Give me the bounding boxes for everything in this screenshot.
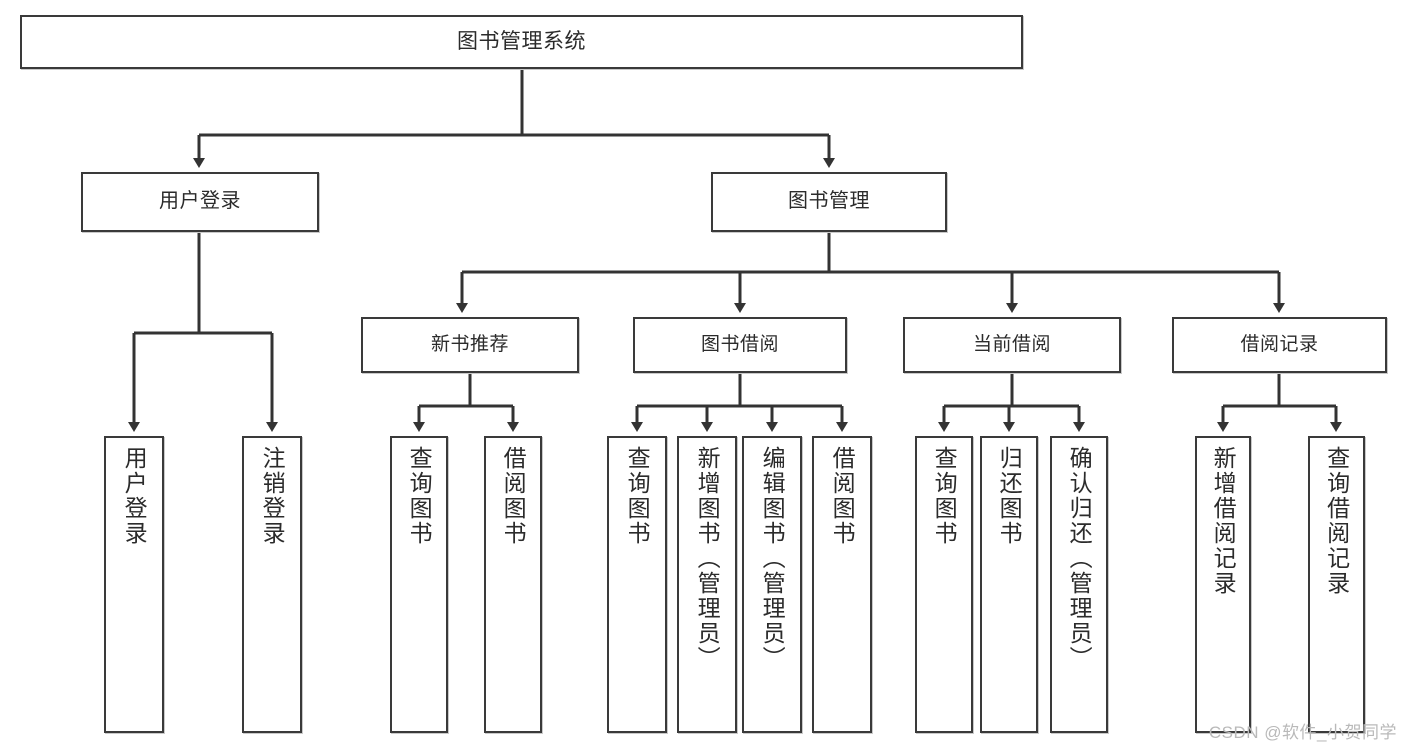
node-level2-2-label: 当前借阅	[972, 333, 1051, 355]
node-leaf-7-label: 借阅图书	[829, 446, 856, 546]
node-leaf-10-label: 确认归还（管理员）	[1066, 446, 1093, 671]
node-level1-0-label: 用户登录	[159, 190, 241, 213]
node-level1-0[interactable]: 用户登录	[81, 172, 319, 232]
node-leaf-7[interactable]: 借阅图书	[812, 436, 872, 733]
node-leaf-6[interactable]: 编辑图书（管理员）	[742, 436, 802, 733]
node-leaf-8[interactable]: 查询图书	[915, 436, 973, 733]
node-leaf-0-label: 用户登录	[121, 446, 148, 546]
node-level1-1[interactable]: 图书管理	[711, 172, 947, 232]
node-level2-1[interactable]: 图书借阅	[633, 317, 847, 373]
node-root[interactable]: 图书管理系统	[20, 15, 1023, 69]
node-level1-1-label: 图书管理	[788, 190, 870, 213]
node-level2-3-label: 借阅记录	[1240, 333, 1319, 355]
node-level2-0-label: 新书推荐	[430, 333, 509, 355]
node-leaf-3-label: 借阅图书	[500, 446, 527, 546]
node-level2-2[interactable]: 当前借阅	[903, 317, 1121, 373]
node-leaf-12-label: 查询借阅记录	[1323, 446, 1350, 596]
watermark-text: CSDN @软件_小贺同学	[1208, 723, 1397, 742]
node-level2-3[interactable]: 借阅记录	[1172, 317, 1387, 373]
node-leaf-9[interactable]: 归还图书	[980, 436, 1038, 733]
node-leaf-4[interactable]: 查询图书	[607, 436, 667, 733]
node-leaf-12[interactable]: 查询借阅记录	[1308, 436, 1365, 733]
node-leaf-1-label: 注销登录	[259, 446, 286, 546]
node-leaf-3[interactable]: 借阅图书	[484, 436, 542, 733]
node-leaf-5[interactable]: 新增图书（管理员）	[677, 436, 737, 733]
node-leaf-2-label: 查询图书	[406, 446, 433, 546]
node-leaf-5-label: 新增图书（管理员）	[694, 446, 721, 671]
node-level2-1-label: 图书借阅	[700, 333, 779, 355]
node-leaf-6-label: 编辑图书（管理员）	[759, 446, 786, 671]
node-root-label: 图书管理系统	[457, 29, 586, 53]
node-leaf-10[interactable]: 确认归还（管理员）	[1050, 436, 1108, 733]
node-level2-0[interactable]: 新书推荐	[361, 317, 579, 373]
node-leaf-8-label: 查询图书	[931, 446, 958, 546]
node-leaf-0[interactable]: 用户登录	[104, 436, 164, 733]
node-leaf-2[interactable]: 查询图书	[390, 436, 448, 733]
node-leaf-4-label: 查询图书	[624, 446, 651, 546]
node-leaf-9-label: 归还图书	[996, 446, 1023, 546]
node-leaf-11[interactable]: 新增借阅记录	[1195, 436, 1251, 733]
node-leaf-1[interactable]: 注销登录	[242, 436, 302, 733]
node-leaf-11-label: 新增借阅记录	[1210, 446, 1237, 596]
